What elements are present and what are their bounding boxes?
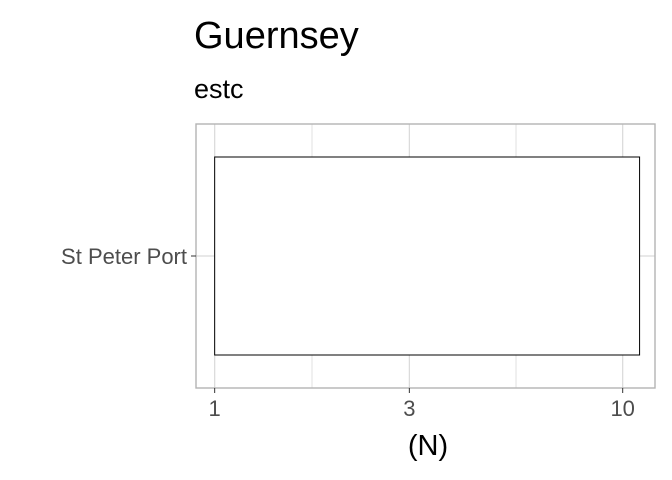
x-axis: 1 3 10 <box>209 388 635 421</box>
chart-title: Guernsey <box>194 15 359 57</box>
y-axis: St Peter Port <box>61 244 196 269</box>
bars <box>214 156 641 356</box>
y-tick-label-0: St Peter Port <box>61 244 187 269</box>
bar-0 <box>214 156 641 356</box>
x-tick-label-1: 3 <box>403 396 415 421</box>
x-tick-label-2: 10 <box>610 396 634 421</box>
x-tick-label-0: 1 <box>209 396 221 421</box>
x-axis-title: (N) <box>408 430 448 462</box>
chart-subtitle: estc <box>194 74 244 104</box>
